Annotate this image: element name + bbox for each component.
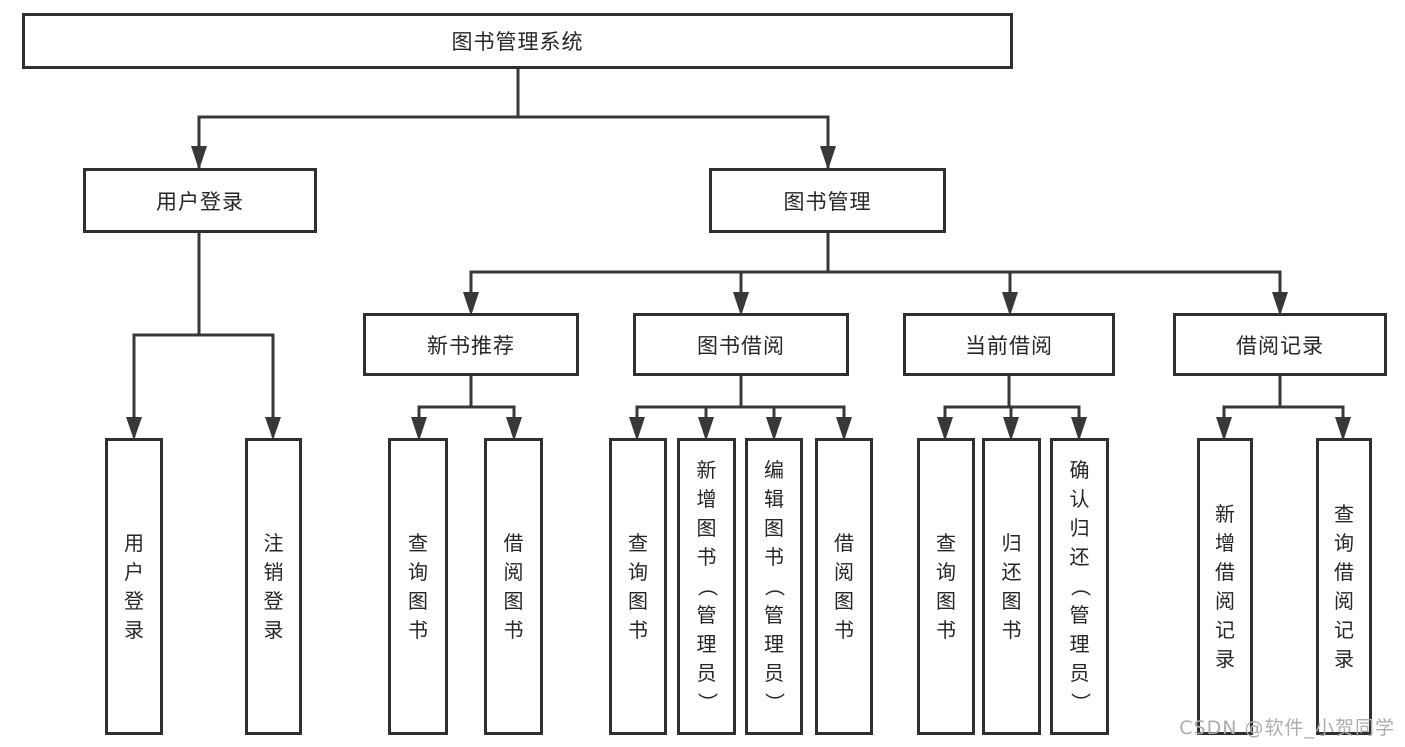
node-new-book-recommend-label: 新书推荐 [427, 333, 515, 358]
leaf-current-query-book-label: 查询图书 [936, 530, 956, 642]
node-book-borrow-label: 图书借阅 [697, 333, 785, 358]
leaf-logout-label: 注销登录 [263, 530, 284, 642]
node-borrow-records-label: 借阅记录 [1236, 333, 1324, 358]
node-book-borrow: 图书借阅 [633, 313, 849, 376]
leaf-newbook-borrow-book-label: 借阅图书 [503, 530, 524, 642]
node-user-login-label: 用户登录 [156, 189, 244, 214]
leaf-borrow-query-book: 查询图书 [609, 438, 667, 735]
leaf-return-book: 归还图书 [982, 438, 1041, 735]
leaf-newbook-query-book: 查询图书 [388, 438, 448, 735]
node-new-book-recommend: 新书推荐 [363, 313, 579, 376]
node-borrow-records: 借阅记录 [1173, 313, 1387, 376]
leaf-query-borrow-record: 查询借阅记录 [1316, 438, 1372, 735]
leaf-user-login-label: 用户登录 [124, 530, 144, 642]
node-book-management: 图书管理 [709, 168, 946, 233]
node-user-login: 用户登录 [83, 168, 317, 233]
leaf-add-book-admin-label: 新增图书（管理员） [695, 458, 719, 713]
leaf-user-login: 用户登录 [105, 438, 163, 735]
leaf-current-query-book: 查询图书 [917, 438, 975, 735]
leaf-logout: 注销登录 [245, 438, 302, 735]
leaf-borrow-book: 借阅图书 [815, 438, 873, 735]
leaf-add-borrow-record-label: 新增借阅记录 [1215, 501, 1235, 671]
csdn-watermark: CSDN @软件_小贺同学 [1179, 717, 1395, 739]
node-library-system-label: 图书管理系统 [451, 30, 584, 54]
leaf-add-borrow-record: 新增借阅记录 [1197, 438, 1253, 735]
leaf-return-book-label: 归还图书 [1001, 530, 1022, 642]
leaf-edit-book-admin: 编辑图书（管理员） [745, 438, 803, 735]
leaf-newbook-borrow-book: 借阅图书 [484, 438, 543, 735]
leaf-borrow-query-book-label: 查询图书 [628, 530, 648, 642]
leaf-query-borrow-record-label: 查询借阅记录 [1334, 501, 1354, 671]
leaf-edit-book-admin-label: 编辑图书（管理员） [762, 458, 787, 713]
node-current-borrow-label: 当前借阅 [965, 333, 1053, 358]
node-book-management-label: 图书管理 [783, 189, 872, 214]
leaf-borrow-book-label: 借阅图书 [834, 530, 854, 642]
node-current-borrow: 当前借阅 [903, 313, 1115, 376]
leaf-add-book-admin: 新增图书（管理员） [677, 438, 736, 735]
node-library-system: 图书管理系统 [22, 13, 1013, 69]
leaf-confirm-return-admin-label: 确认归还（管理员） [1068, 458, 1092, 713]
leaf-confirm-return-admin: 确认归还（管理员） [1050, 438, 1109, 735]
leaf-newbook-query-book-label: 查询图书 [408, 530, 428, 642]
